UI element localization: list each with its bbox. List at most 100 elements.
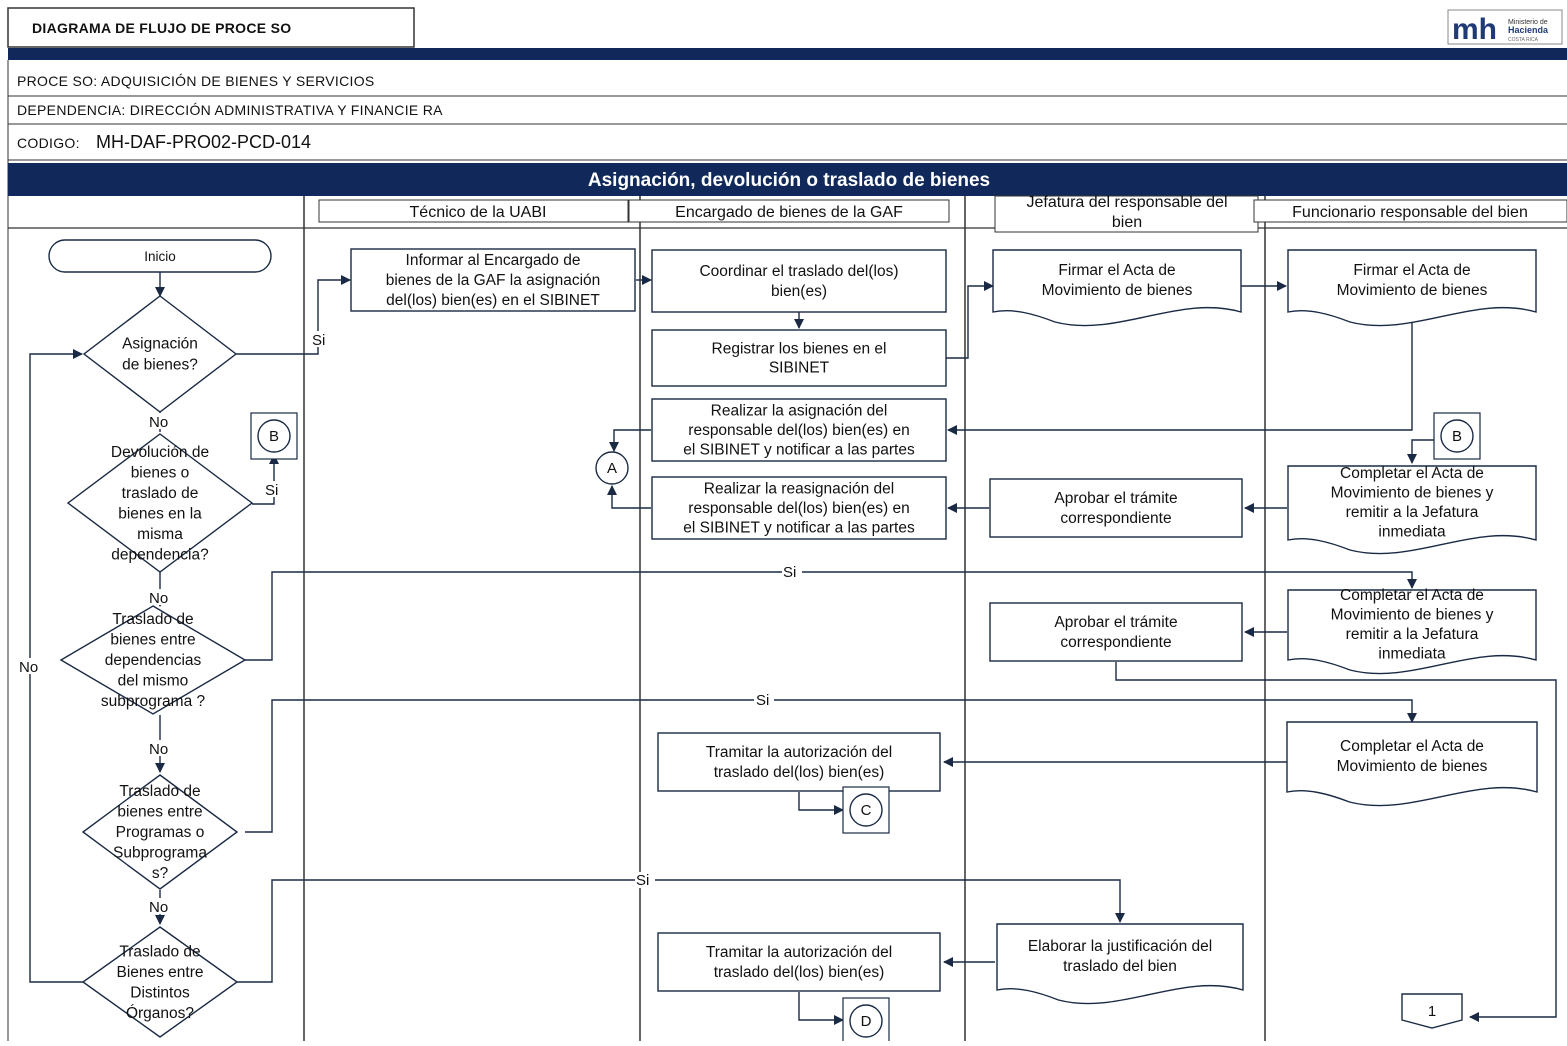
lane-header-encargado — [628, 199, 950, 223]
d2-text-1: Devolución de — [111, 444, 209, 461]
node-offpage-1: 1 — [1401, 993, 1463, 1029]
node-coordinar: Coordinar el traslado del(los)bien(es) — [651, 249, 947, 313]
conn-c-shape — [849, 793, 883, 827]
edge-tramitar2-d — [798, 992, 844, 1025]
swimlanes: Técnico de la UABI Encargado de bienes d… — [8, 194, 1567, 1041]
d2-text-2: bienes o — [131, 464, 190, 481]
d4-shape — [81, 774, 239, 890]
elaborar-text-2: traslado del bien — [1063, 958, 1177, 975]
d2-text-5: misma — [137, 526, 183, 543]
edge-tramitar1-c — [798, 792, 844, 815]
d3-text-1: Traslado de — [112, 611, 193, 628]
lane-label-funcionario: Funcionario responsable del bien — [1292, 204, 1528, 221]
registrar-text-1: Registrar los bienes en el — [712, 341, 887, 358]
elaborar-shape — [996, 923, 1244, 1005]
completar2-text-4: inmediata — [1378, 645, 1446, 662]
d5-text-2: Bienes entre — [116, 964, 203, 981]
informar-shape — [350, 248, 636, 312]
label-si-d4: Si — [756, 692, 769, 709]
inicio-text-1: Inicio — [144, 249, 176, 264]
lane-label-jefatura-1: Jefatura del responsable del — [1026, 194, 1227, 211]
node-conn-d: D — [842, 997, 890, 1045]
completar2-text-2: Movimiento de bienes y — [1331, 606, 1494, 623]
logo-mark: mh — [1452, 13, 1497, 46]
logo-line1: Ministerio de — [1508, 19, 1548, 26]
realizar-asig-shape — [651, 398, 947, 462]
edge-firmarfunc-asig — [947, 320, 1413, 435]
node-tramitar1: Tramitar la autorización del traslado del… — [657, 732, 941, 792]
node-realizar-reasig: Realizar la reasignación delresponsable … — [651, 476, 947, 540]
node-conn-c: C — [842, 786, 890, 834]
edge-d5-elaborar — [237, 879, 1125, 983]
label-si-d2: Si — [265, 482, 278, 499]
informar-text-3: del(los) bien(es) en el SIBINET — [386, 292, 600, 309]
dependencia-line: DEPENDENCIA: DIRECCIÓN ADMINISTRATIVA Y … — [17, 102, 443, 118]
completar3-text-2: Movimiento de bienes — [1337, 758, 1488, 775]
informar-text-1: Informar al Encargado de — [406, 252, 581, 269]
label-no-d3: No — [149, 741, 168, 758]
tramitar2-text-2: traslado del(los) bien(es) — [714, 964, 885, 981]
completar2-text-1: Completar el Acta de — [1340, 587, 1484, 604]
header-title-box — [7, 7, 415, 48]
conn-d-text-1: D — [861, 1013, 872, 1030]
lane-label-encargado: Encargado de bienes de la GAF — [675, 204, 903, 221]
label-si-d1: Si — [312, 332, 325, 349]
conn-a-shape — [595, 451, 629, 485]
edge-labels: Si No Si No Si No No Si No Si — [17, 331, 802, 916]
codigo-label: CODIGO: — [17, 135, 80, 151]
tramitar2-shape — [657, 932, 941, 992]
firmar-jef-text-1: Firmar el Acta de — [1058, 262, 1175, 279]
d1-shape — [82, 295, 238, 413]
registrar-shape — [651, 329, 947, 387]
d5-shape — [81, 926, 239, 1038]
node-conn-b2: B — [1433, 412, 1481, 460]
label-si-d3: Si — [783, 564, 796, 581]
realizar-reasig-text-3: el SIBINET y notificar a las partes — [683, 520, 915, 537]
offpage-1-text-1: 1 — [1428, 1003, 1436, 1020]
logo-line2: Hacienda — [1508, 25, 1549, 35]
label-no-d2: No — [149, 590, 168, 607]
lane-header-funcionario — [1253, 199, 1567, 223]
proceso-line: PROCE SO: ADQUISICIÓN DE BIENES Y SERVIC… — [17, 73, 375, 89]
edge-aprobar2-offpage — [1115, 662, 1557, 1022]
node-registrar: Registrar los bienes en el SIBINET — [651, 329, 947, 387]
codigo-value: MH-DAF-PRO02-PCD-014 — [96, 132, 311, 152]
lane-label-tecnico: Técnico de la UABI — [410, 204, 547, 221]
realizar-asig-text-1: Realizar la asignación del — [711, 403, 888, 420]
label-no-d1: No — [149, 414, 168, 431]
d3-text-2: bienes entre — [110, 632, 195, 649]
conn-b2-shape — [1440, 419, 1474, 453]
tramitar1-text-2: traslado del(los) bien(es) — [714, 764, 885, 781]
lane-label-jefatura-2: bien — [1112, 214, 1142, 231]
conn-b1-text-1: B — [269, 428, 279, 445]
realizar-asig-text-3: el SIBINET y notificar a las partes — [683, 442, 915, 459]
d2-text-6: dependencia? — [111, 546, 209, 563]
conn-c-text-1: C — [861, 802, 872, 819]
completar3-shape — [1286, 721, 1538, 807]
tramitar1-shape — [657, 732, 941, 792]
edge-d3-completar2 — [245, 571, 1417, 661]
node-inicio: Inicio — [48, 239, 272, 273]
firmar-func-text-1: Firmar el Acta de — [1353, 262, 1470, 279]
d2-text-4: bienes en la — [118, 505, 202, 522]
node-firmar-func: Firmar el Acta de Movimiento de bienes — [1287, 249, 1537, 327]
d3-shape — [59, 605, 247, 715]
tramitar1-text-1: Tramitar la autorización del — [706, 744, 892, 761]
coordinar-text-1: Coordinar el traslado del(los) — [699, 263, 898, 280]
registrar-text-2: SIBINET — [769, 360, 830, 377]
edge-registrar-firmarjef — [946, 281, 994, 359]
d1-text-1: Asignación — [122, 336, 198, 353]
diagram-title-bar — [8, 163, 1567, 196]
d3-text-3: dependencias — [105, 652, 202, 669]
firmar-func-text-2: Movimiento de bienes — [1337, 282, 1488, 299]
edge-d4-completar3 — [245, 699, 1417, 833]
